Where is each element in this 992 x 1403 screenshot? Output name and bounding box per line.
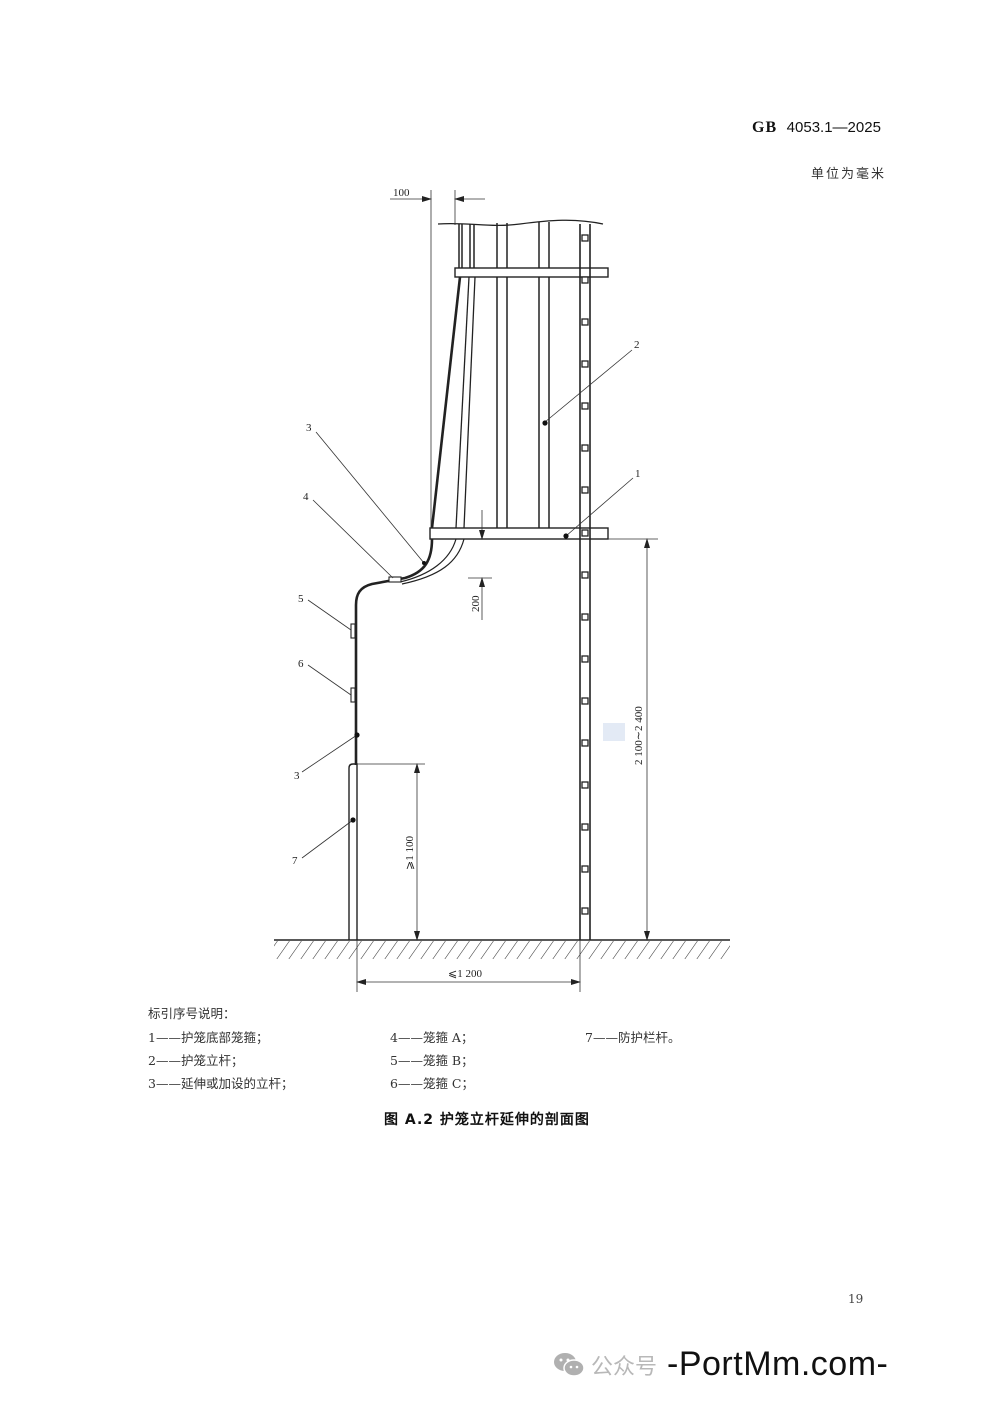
legend-item-1: 1——护笼底部笼箍； (148, 1030, 269, 1045)
legend-item-3: 3——延伸或加设的立杆； (148, 1076, 294, 1091)
callout-3-lower: 3 (294, 770, 300, 782)
callout-7: 7 (292, 855, 298, 867)
callout-4: 4 (303, 491, 309, 503)
callout-3-upper: 3 (306, 422, 312, 434)
dim-ladder-height: 2 100∼2 400 (633, 706, 645, 765)
dim-clearance: 200 (470, 595, 482, 612)
legend-item-7: 7——防护栏杆。 (585, 1030, 681, 1045)
standard-number: 4053.1—2025 (786, 119, 881, 136)
callout-6: 6 (298, 658, 304, 670)
legend-item-5: 5——笼箍 B； (390, 1053, 474, 1068)
standard-code: GB 4053.1—2025 (752, 118, 881, 137)
callout-5: 5 (298, 593, 304, 605)
callout-2: 2 (634, 339, 640, 351)
wechat-icon (553, 1351, 585, 1379)
legend-item-4: 4——笼箍 A； (390, 1030, 474, 1045)
dim-horizontal-distance: ⩽1 200 (448, 968, 482, 980)
unit-note: 单位为毫米 (810, 167, 886, 182)
dim-guardrail-height: ⩾1 100 (404, 836, 416, 870)
watermark-label: 公众号 (591, 1354, 658, 1380)
dim-offset-top: 100 (393, 187, 410, 199)
standard-prefix: GB (752, 119, 778, 136)
figure-caption: 图 A.2 护笼立杆延伸的剖面图 (384, 1112, 590, 1128)
legend-title: 标引序号说明： (148, 1006, 236, 1021)
watermark: 公众号 -PortMm.com- (553, 1345, 888, 1384)
watermark-site: -PortMm.com- (667, 1345, 889, 1383)
legend-item-6: 6——笼箍 C； (390, 1076, 474, 1091)
page-number: 19 (848, 1292, 864, 1306)
legend-item-2: 2——护笼立杆； (148, 1053, 244, 1068)
callout-1: 1 (635, 468, 641, 480)
